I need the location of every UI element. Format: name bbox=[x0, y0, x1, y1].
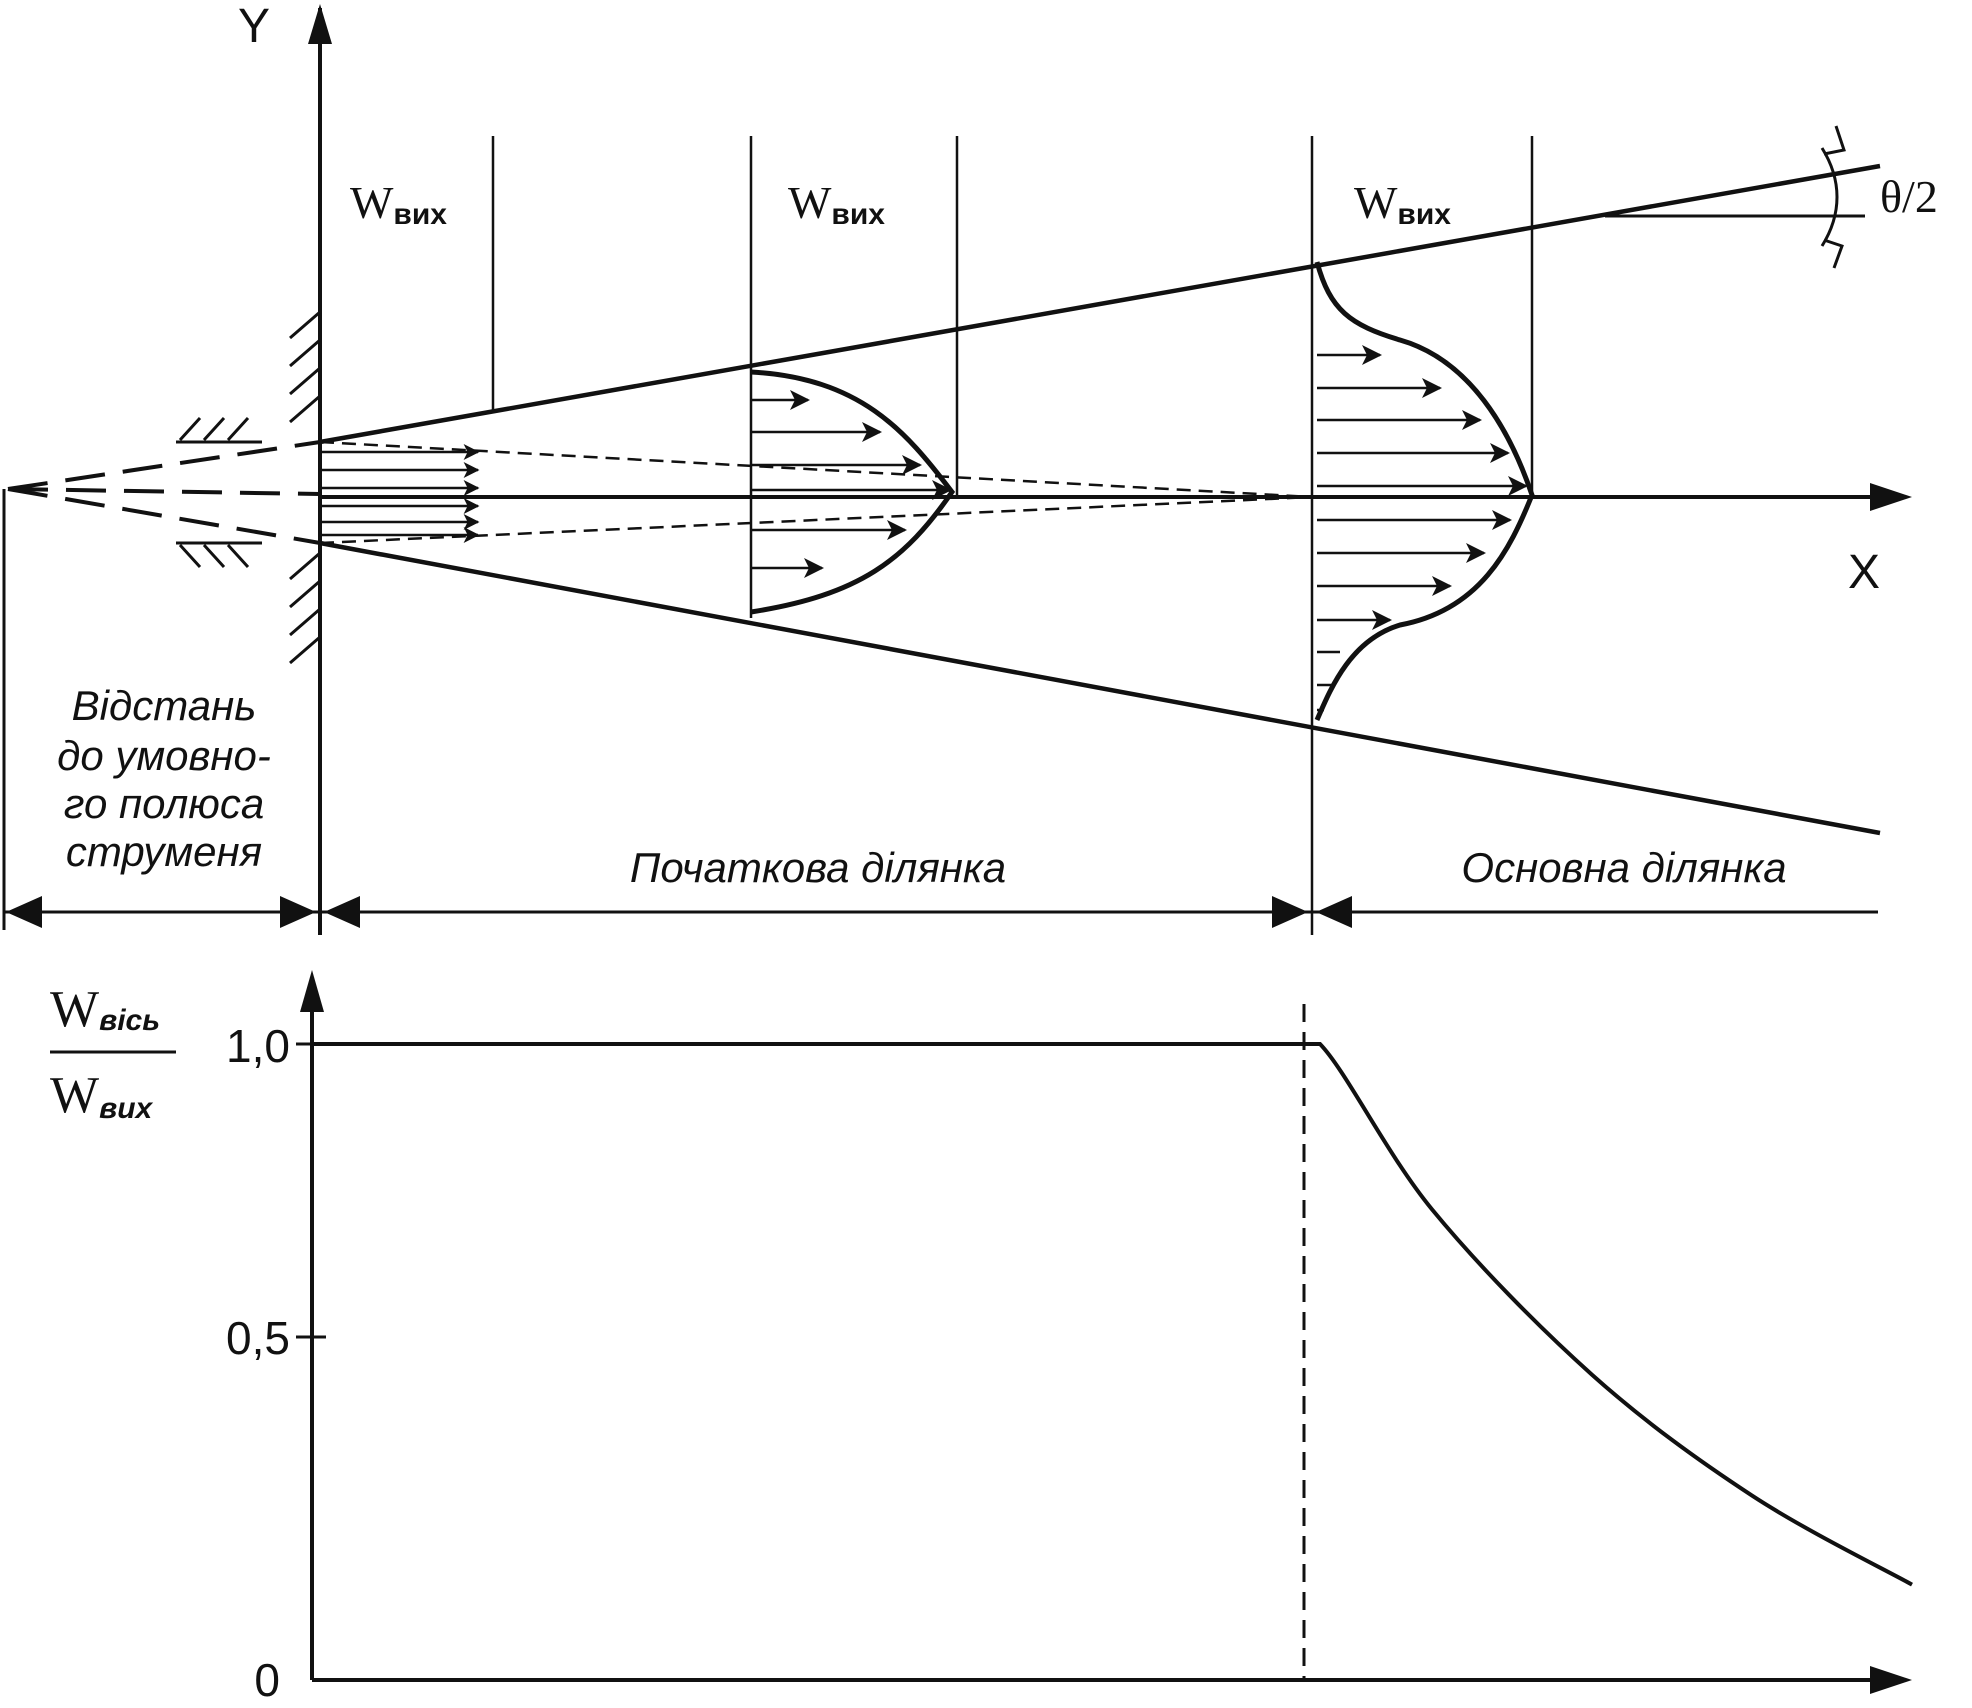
core-boundary-upper bbox=[319, 440, 1313, 499]
velocity-profile-main bbox=[1314, 261, 1535, 721]
pole-line-upper bbox=[7, 440, 321, 491]
jet-boundary-upper bbox=[319, 163, 1881, 445]
main-section-label: Основна ділянка bbox=[1461, 844, 1786, 891]
angle-indicator bbox=[1605, 125, 1865, 269]
distance-label: Відстань до умовно- го полюса струменя bbox=[57, 682, 271, 875]
svg-text:го полюса: го полюса bbox=[64, 780, 264, 827]
svg-text:до умовно-: до умовно- bbox=[57, 732, 271, 779]
series-line-0 bbox=[312, 1042, 1913, 1587]
velocity-profile-initial bbox=[750, 369, 956, 615]
ytick-label-0.5: 0,5 bbox=[226, 1312, 290, 1364]
y-axis-label: Y bbox=[238, 0, 270, 53]
dimension-line bbox=[4, 896, 1878, 928]
velocity-label-3: Wвих bbox=[1354, 177, 1451, 231]
jet-boundary-lower bbox=[319, 540, 1881, 836]
plot-x-arrowhead bbox=[1870, 1666, 1912, 1694]
ytick-label-0: 0 bbox=[254, 1654, 280, 1706]
plot-ylabel-numerator: Wвісь bbox=[50, 981, 160, 1038]
svg-text:Відстань: Відстань bbox=[72, 682, 257, 729]
ytick-label-1.0: 1,0 bbox=[226, 1020, 290, 1072]
pole-line-center bbox=[7, 487, 321, 496]
initial-section-label: Початкова ділянка bbox=[630, 844, 1006, 891]
y-axis-arrowhead bbox=[308, 4, 332, 44]
velocity-label-1: Wвих bbox=[350, 177, 447, 231]
x-axis-label: X bbox=[1848, 546, 1880, 599]
axial-velocity-plot bbox=[296, 970, 1913, 1694]
svg-text:струменя: струменя bbox=[66, 828, 262, 875]
x-axis-arrowhead bbox=[1870, 483, 1912, 511]
velocity-profile-exit bbox=[320, 444, 480, 543]
plot-ylabel-denominator: Wвих bbox=[50, 1067, 154, 1125]
core-boundary-lower bbox=[319, 495, 1313, 545]
plot-series bbox=[312, 1042, 1913, 1587]
nozzle-hatching bbox=[176, 303, 322, 680]
jet-geometry bbox=[2, 4, 1912, 935]
velocity-label-2: Wвих bbox=[788, 177, 885, 231]
pole-line-lower bbox=[7, 487, 321, 545]
angle-label: θ/2 bbox=[1880, 171, 1938, 222]
plot-y-arrowhead bbox=[300, 970, 324, 1012]
